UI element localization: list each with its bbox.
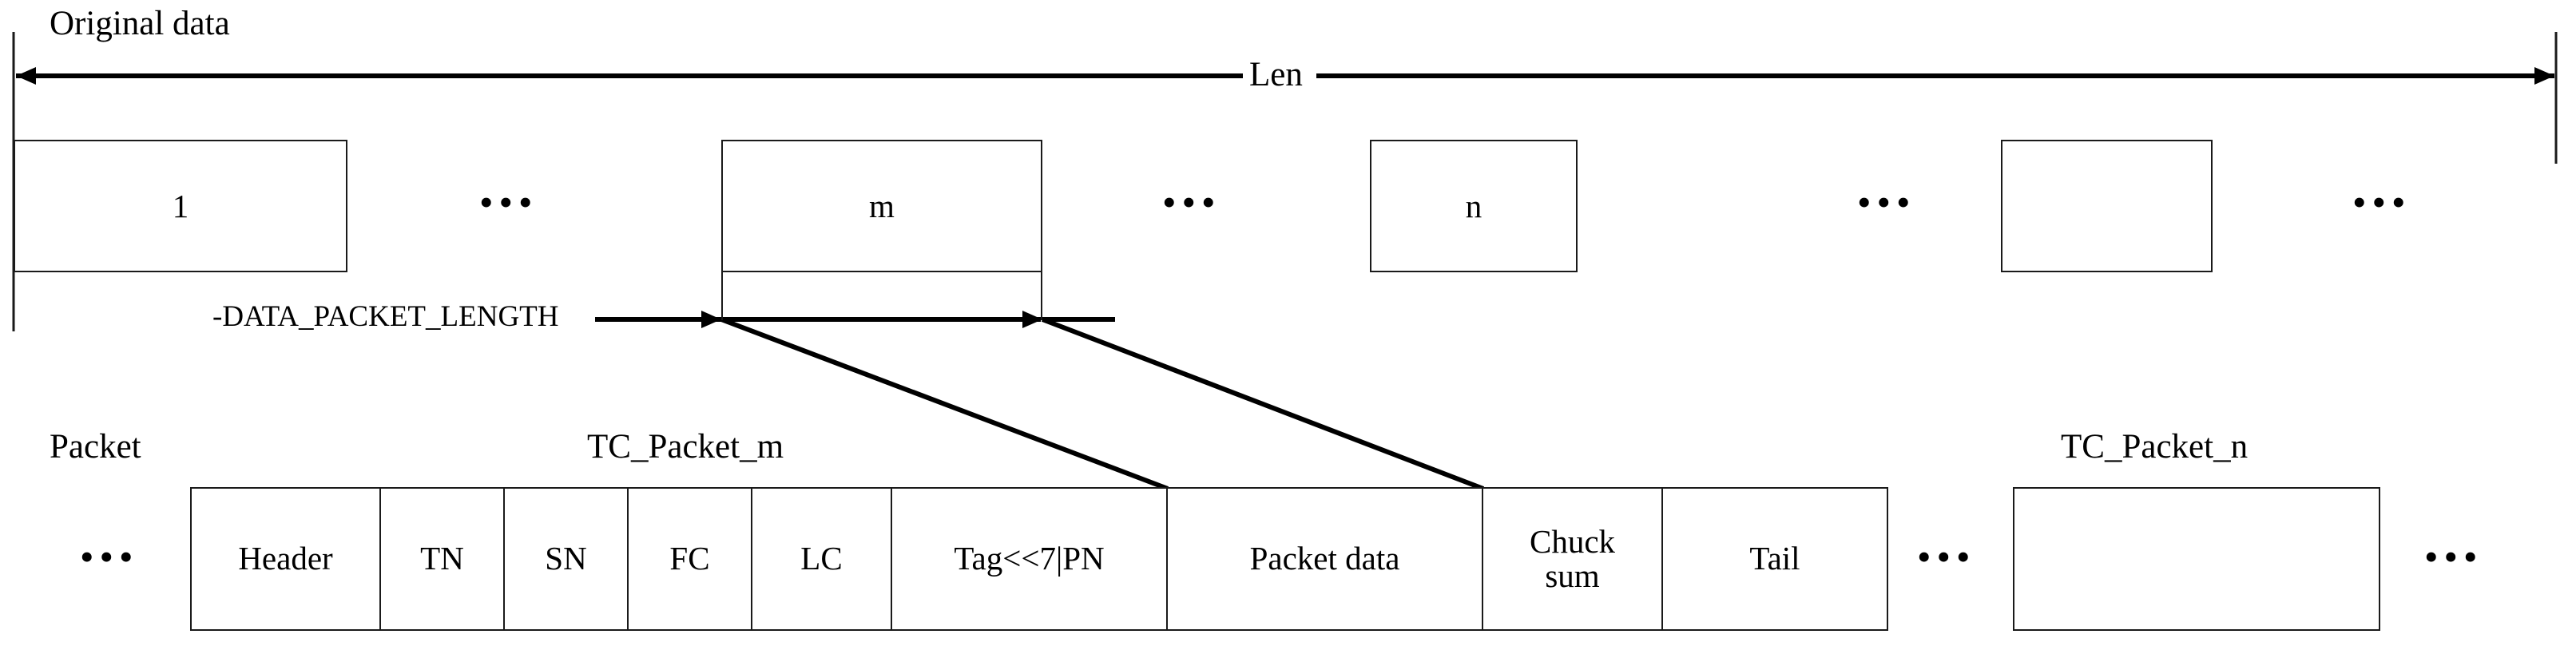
projection-line-left (720, 317, 1169, 491)
projection-line-right (1041, 317, 1485, 491)
packet-field-sn-label: SN (545, 540, 587, 577)
original-data-block-n[interactable]: n (1370, 140, 1578, 272)
packet-field-lc[interactable]: LC (752, 489, 892, 629)
packet-field-tn-label: TN (420, 540, 464, 577)
original-data-block-1[interactable]: 1 (14, 140, 347, 272)
packet-field-sn[interactable]: SN (505, 489, 629, 629)
packet-field-tag-pn-label: Tag<<7|PN (954, 540, 1105, 577)
packet-field-tail[interactable]: Tail (1663, 489, 1887, 629)
tc-packet-m-field-row: Header TN SN FC LC Tag<<7|PN Packet data… (190, 487, 1888, 631)
packet-field-packet-data-label: Packet data (1249, 540, 1400, 577)
packet-row-end-ellipsis: ••• (2424, 534, 2483, 579)
tc-packet-m-label: TC_Packet_m (587, 428, 784, 466)
original-data-ellipsis-4: ••• (2352, 180, 2411, 224)
data-packet-length-label: -DATA_PACKET_LENGTH (209, 302, 562, 331)
original-data-label: Original data (50, 5, 230, 42)
original-data-block-m-extension (721, 272, 1042, 320)
packet-row-mid-ellipsis: ••• (1917, 534, 1976, 579)
packet-field-lc-label: LC (800, 540, 843, 577)
tc-packet-n-label: TC_Packet_n (2061, 428, 2249, 466)
original-data-ellipsis-1: ••• (479, 180, 538, 224)
original-data-block-m-label: m (869, 188, 895, 224)
packet-field-fc[interactable]: FC (629, 489, 752, 629)
packet-field-header-label: Header (238, 540, 333, 577)
original-data-ellipsis-3: ••• (1857, 180, 1916, 224)
original-data-block-n-label: n (1465, 188, 1482, 224)
len-label: Len (1244, 57, 1308, 92)
packet-field-chuck-sum-label: Chuck sum (1529, 522, 1616, 594)
packet-label: Packet (50, 428, 141, 466)
packet-field-tag-pn[interactable]: Tag<<7|PN (892, 489, 1168, 629)
tc-packet-n-box[interactable] (2013, 487, 2380, 631)
packet-row-leading-ellipsis: ••• (80, 534, 139, 579)
packet-field-tail-label: Tail (1749, 540, 1800, 577)
original-data-block-m[interactable]: m (721, 140, 1042, 272)
packet-field-fc-label: FC (669, 540, 710, 577)
packet-field-header[interactable]: Header (192, 489, 381, 629)
original-data-block-last[interactable] (2001, 140, 2213, 272)
packet-field-chuck-sum[interactable]: Chuck sum (1483, 489, 1663, 629)
original-data-ellipsis-2: ••• (1162, 180, 1221, 224)
original-data-block-1-label: 1 (172, 188, 189, 224)
packet-field-packet-data[interactable]: Packet data (1168, 489, 1483, 629)
packet-field-tn[interactable]: TN (381, 489, 505, 629)
